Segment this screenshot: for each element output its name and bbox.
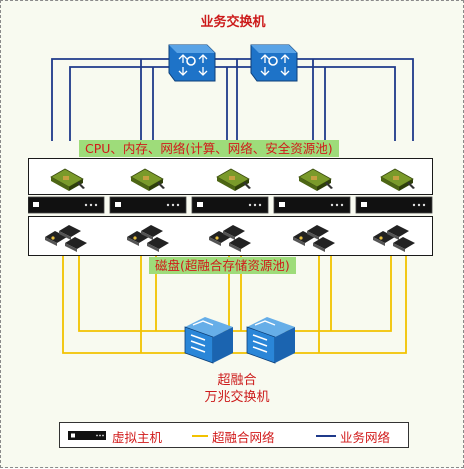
disk-row bbox=[28, 216, 433, 256]
cpu-row bbox=[28, 158, 433, 195]
legend-business-network: 业务网络 bbox=[340, 430, 391, 445]
legend-hci-network: 超融合网络 bbox=[212, 430, 275, 445]
rack-server-icon bbox=[28, 196, 105, 214]
storage-pool-tag: 磁盘(超融合存储资源池) bbox=[149, 257, 296, 274]
hard-disk-icons bbox=[45, 225, 415, 252]
hci-switch-label-line2: 万兆交换机 bbox=[204, 390, 270, 405]
hard-disk-icon bbox=[45, 225, 87, 252]
legend: 虚拟主机 超融合网络 业务网络 bbox=[59, 422, 409, 448]
rack-server-icons bbox=[28, 196, 433, 214]
legend-symbols bbox=[68, 431, 336, 440]
business-switch-title: 业务交换机 bbox=[200, 15, 266, 30]
hci-switch-label-line1: 超融合 bbox=[217, 373, 257, 388]
cpu-chip-icon bbox=[50, 168, 85, 191]
business-network-lines bbox=[51, 58, 414, 141]
bottom-switch-left bbox=[184, 317, 233, 364]
compute-pool-tag: CPU、内存、网络(计算、网络、安全资源池) bbox=[79, 140, 339, 157]
legend-vm-host: 虚拟主机 bbox=[112, 430, 163, 445]
top-switch-left bbox=[168, 44, 216, 82]
bottom-switch-right bbox=[246, 317, 295, 364]
server-row bbox=[28, 195, 433, 215]
cpu-icons bbox=[50, 168, 415, 191]
top-switch-right bbox=[250, 44, 298, 82]
legend-server-icon bbox=[68, 431, 106, 440]
